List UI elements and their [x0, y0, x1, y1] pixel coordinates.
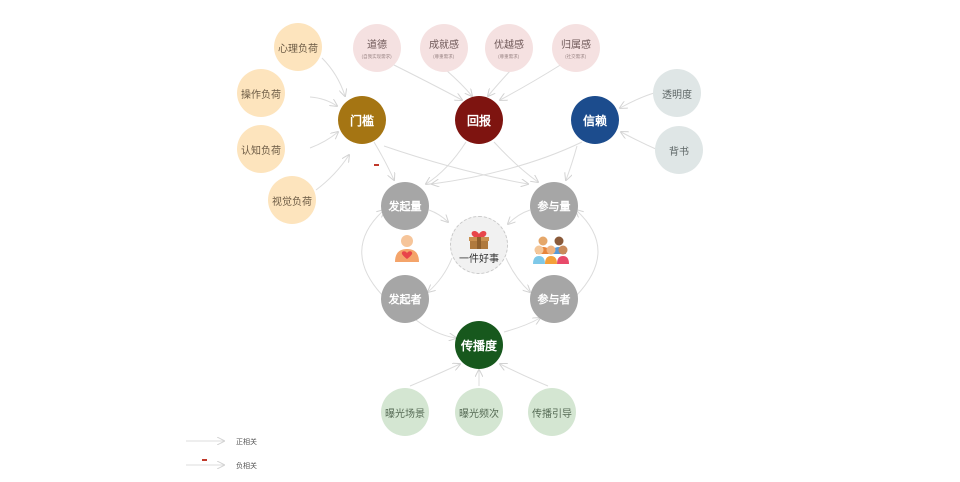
heart-box-icon — [469, 230, 489, 249]
edge-gooddeed-initiator — [428, 257, 453, 292]
node-exposure-scene: 曝光场景 — [381, 388, 429, 436]
edge-trust-initiation — [432, 141, 583, 184]
node-superiority: 优越感 (尊重需求) — [485, 24, 533, 72]
edge-participant-participation-loop — [576, 210, 599, 297]
edge-participation-gooddeed — [508, 209, 531, 224]
edge-threshold-participation — [383, 145, 528, 184]
edge-initiator-spread — [415, 319, 456, 338]
group-people-icon — [533, 236, 569, 264]
edge-initiation-gooddeed — [428, 209, 448, 222]
node-good-deed: 一件好事 — [450, 216, 508, 274]
edge-visual-load-threshold — [315, 155, 349, 191]
node-trust: 信赖 — [571, 96, 619, 144]
edge-cognitive-load-threshold — [309, 132, 338, 149]
edge-guidance-spread — [500, 364, 549, 387]
edge-superiority-reward — [488, 69, 512, 96]
edge-belonging-reward — [500, 63, 563, 100]
node-participant: 参与者 — [530, 275, 578, 323]
edge-threshold-initiation — [373, 141, 394, 180]
node-spread: 传播度 — [455, 321, 503, 369]
legend-positive-label: 正相关 — [236, 439, 257, 446]
edge-operation-load-threshold — [309, 96, 337, 106]
node-initiator: 发起者 — [381, 275, 429, 323]
edge-mental-load-threshold — [321, 57, 345, 96]
node-achievement: 成就感 (尊重需求) — [420, 24, 468, 72]
node-mental-load: 心理负荷 — [274, 23, 322, 71]
node-initiation-volume: 发起量 — [381, 182, 429, 230]
node-spread-guidance: 传播引导 — [528, 388, 576, 436]
edge-initiator-initiation-loop — [361, 210, 384, 297]
node-reward: 回报 — [455, 96, 503, 144]
node-cognitive-load: 认知负荷 — [237, 125, 285, 173]
edge-achievement-reward — [445, 69, 472, 96]
edge-scene-spread — [409, 364, 460, 387]
negative-mark — [374, 164, 379, 166]
legend-negative-label: 负相关 — [236, 463, 257, 470]
node-morality: 道德 (自我实现需求) — [353, 24, 401, 72]
node-participation-volume: 参与量 — [530, 182, 578, 230]
edge-endorsement-trust — [621, 132, 659, 151]
node-threshold: 门槛 — [338, 96, 386, 144]
edge-spread-participant — [503, 318, 540, 333]
legend-negative-mark — [202, 459, 207, 461]
edge-reward-participation — [493, 141, 538, 182]
node-exposure-frequency: 曝光频次 — [455, 388, 503, 436]
node-operation-load: 操作负荷 — [237, 69, 285, 117]
node-belonging: 归属感 (社交需求) — [552, 24, 600, 72]
node-endorsement: 背书 — [655, 126, 703, 174]
edge-transparency-trust — [620, 92, 655, 108]
edge-reward-initiation — [426, 141, 467, 184]
person-heart-icon — [395, 235, 419, 262]
node-visual-load: 视觉负荷 — [268, 176, 316, 224]
edge-gooddeed-participant — [505, 257, 530, 292]
edge-morality-reward — [391, 63, 462, 100]
edge-trust-participation — [566, 145, 578, 180]
node-transparency: 透明度 — [653, 69, 701, 117]
